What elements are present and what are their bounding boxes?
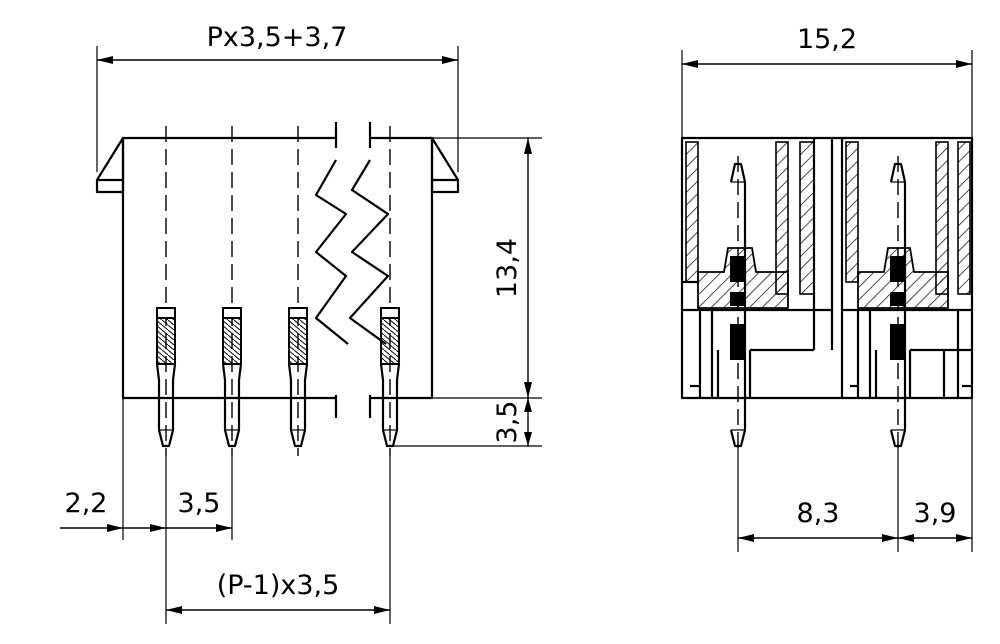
right-latch [430, 136, 460, 194]
side-pin [889, 156, 907, 452]
front-pin [221, 307, 243, 448]
side-pins [729, 156, 907, 452]
front-pin [155, 307, 177, 448]
height-label: 13,4 [492, 238, 523, 298]
side-dimensions: 15,2 8,3 3,9 [681, 24, 973, 552]
span-label: (P-1)x3,5 [217, 570, 340, 601]
front-pin [379, 307, 401, 448]
side-housing-outline [680, 136, 974, 400]
side-pin [729, 156, 747, 452]
front-pin [287, 307, 309, 448]
side-view [680, 136, 974, 452]
front-dimensions: Px3,5+3,7 13,4 3,5 2,2 3,5 (P-1)x3,5 [60, 22, 542, 624]
pin-spacing-label: 8,3 [797, 498, 840, 529]
break-zigzag [314, 159, 390, 345]
side-width-label: 15,2 [797, 24, 857, 55]
total-width-label: Px3,5+3,7 [207, 22, 348, 53]
pitch-label: 3,5 [178, 488, 221, 519]
side-edge-offset-label: 3,9 [914, 498, 957, 529]
left-latch [95, 136, 125, 194]
pin-centerlines [165, 126, 391, 456]
housing-outline [121, 122, 434, 418]
front-pins [155, 307, 401, 448]
front-view [95, 122, 460, 456]
edge-offset-label: 2,2 [65, 488, 108, 519]
pin-length-label: 3,5 [492, 401, 523, 444]
